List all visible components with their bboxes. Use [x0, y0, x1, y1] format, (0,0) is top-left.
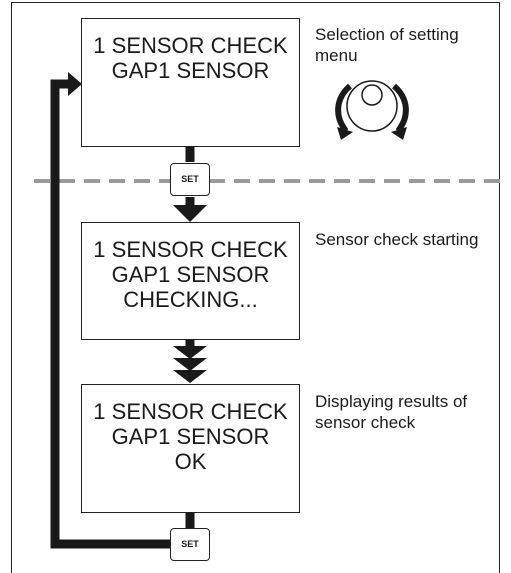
lcd-line: OK	[174, 449, 207, 474]
return-loop-line	[50, 79, 170, 549]
note-starting: Sensor check starting	[315, 229, 478, 250]
down-arrow	[173, 370, 207, 383]
note-line: Displaying results of	[315, 392, 468, 411]
note-results: Displaying results of sensor check	[315, 391, 467, 433]
lcd-line: GAP1 SENSOR	[111, 58, 270, 83]
lcd-line: 1 SENSOR CHECK	[93, 237, 288, 262]
note-line: Sensor check starting	[315, 230, 479, 249]
set-button[interactable]: SET	[170, 528, 210, 561]
lcd-line: GAP1 SENSOR	[111, 262, 270, 287]
lcd-screen-result: 1 SENSOR CHECK GAP1 SENSOR OK	[81, 384, 300, 513]
note-line: Selection of setting	[315, 25, 459, 44]
lcd-screen-checking: 1 SENSOR CHECK GAP1 SENSOR CHECKING...	[81, 222, 300, 340]
lcd-line: CHECKING...	[123, 287, 258, 312]
lcd-screen-menu: 1 SENSOR CHECK GAP1 SENSOR	[81, 18, 300, 147]
down-arrow	[173, 346, 207, 359]
set-button[interactable]: SET	[170, 163, 210, 196]
note-selection: Selection of setting menu	[315, 24, 459, 66]
figure-frame	[11, 2, 500, 573]
down-arrow	[173, 205, 207, 222]
lcd-line: 1 SENSOR CHECK	[93, 399, 288, 424]
note-line: sensor check	[315, 413, 416, 432]
note-line: menu	[315, 46, 358, 65]
rotary-dial-icon	[335, 80, 409, 140]
lcd-line: 1 SENSOR CHECK	[93, 33, 288, 58]
return-arrow-head	[68, 72, 82, 96]
down-arrow	[173, 358, 207, 371]
lcd-line: GAP1 SENSOR	[111, 424, 270, 449]
